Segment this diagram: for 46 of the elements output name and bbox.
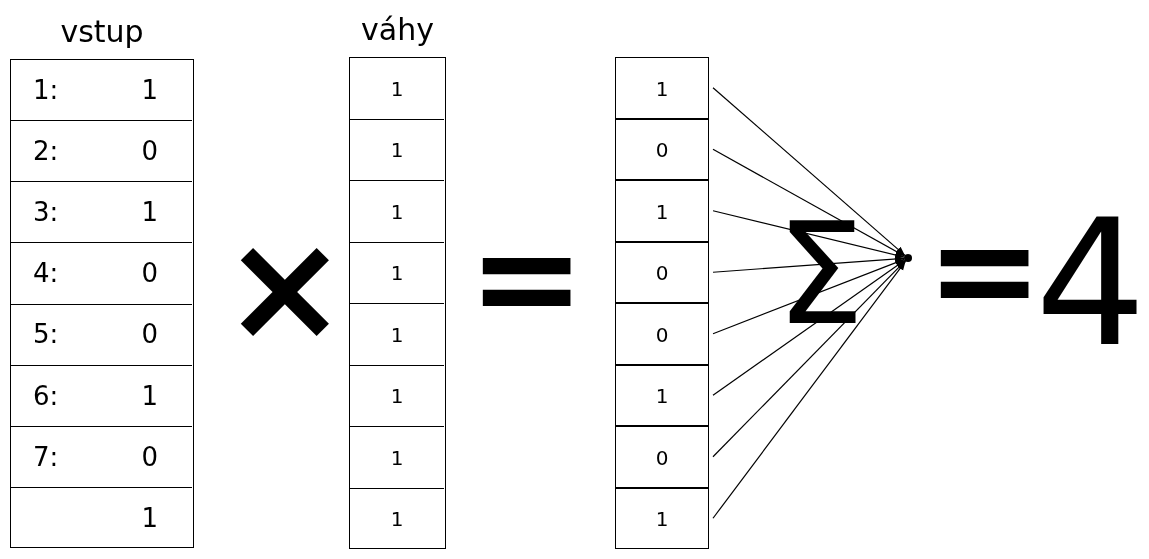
vector-cell xyxy=(615,487,709,549)
index-label: 1: xyxy=(33,74,59,105)
vector-cell xyxy=(615,364,709,426)
index-label: 4: xyxy=(33,258,59,289)
index-label: 2: xyxy=(33,136,59,167)
vector-cell xyxy=(615,426,709,488)
cell-value: 0 xyxy=(654,322,670,347)
cell-value: 0 xyxy=(141,441,158,472)
equals-sign: = xyxy=(468,208,586,348)
cell-value: 1 xyxy=(654,76,670,101)
cell-value: 1 xyxy=(389,199,405,224)
cell-value: 1 xyxy=(389,445,405,470)
cell-value: 1 xyxy=(141,380,158,411)
vector-cell xyxy=(615,118,709,180)
cell-value: 1 xyxy=(389,261,405,286)
vector-cell xyxy=(615,180,709,242)
column-heading: váhy xyxy=(360,12,435,47)
vector-cell xyxy=(615,303,709,365)
index-label: 6: xyxy=(33,380,59,411)
cell-value: 1 xyxy=(389,76,405,101)
cell-value: 1 xyxy=(389,322,405,347)
cell-value: 0 xyxy=(141,319,158,350)
index-label: 5: xyxy=(33,319,59,350)
cell-value: 1 xyxy=(141,197,158,228)
index-label: 7: xyxy=(33,441,59,472)
cell-value: 0 xyxy=(141,258,158,289)
index-label: 3: xyxy=(33,197,59,228)
column-heading: vstup xyxy=(59,14,145,49)
arrow xyxy=(712,87,906,256)
vector-cell xyxy=(615,57,709,119)
cell-value: 1 xyxy=(141,74,158,105)
cell-value: 1 xyxy=(654,507,670,532)
cell-value: 1 xyxy=(654,199,670,224)
arrow xyxy=(712,148,906,257)
cell-value: 0 xyxy=(654,445,670,470)
cell-value: 1 xyxy=(654,384,670,409)
cell-value: 0 xyxy=(654,261,670,286)
vector-cell xyxy=(615,241,709,303)
cell-value: 0 xyxy=(654,138,670,163)
cell-value: 1 xyxy=(389,384,405,409)
junction-dot xyxy=(904,254,912,262)
cell-value: 0 xyxy=(141,136,158,167)
cell-value: 1 xyxy=(389,138,405,163)
multiply-sign: × xyxy=(222,212,348,362)
cell-value: 1 xyxy=(141,502,158,533)
cell-value: 1 xyxy=(389,507,405,532)
